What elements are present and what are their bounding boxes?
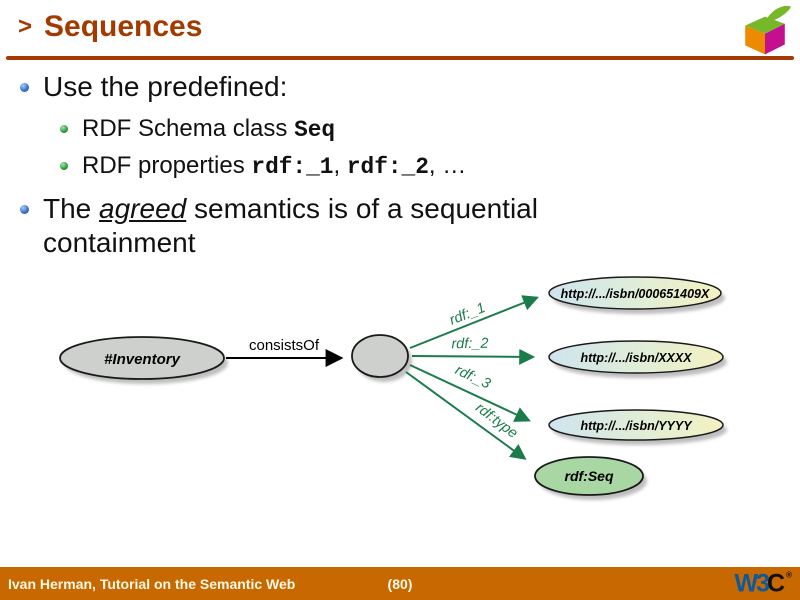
code-rdf-2: rdf:_2	[346, 154, 429, 180]
seq-label: rdf:Seq	[565, 468, 614, 484]
w3c-logo-c: C	[767, 569, 786, 597]
list-item: Use the predefined:	[20, 70, 660, 104]
blank-node	[351, 334, 409, 378]
isbn1-label: http://.../isbn/000651409X	[561, 287, 710, 301]
title-text: Sequences	[44, 10, 203, 43]
bullet-icon	[60, 125, 68, 133]
edge-rdf-3	[409, 364, 531, 422]
page-number: (80)	[387, 575, 413, 592]
w3c-logo: W3C®	[735, 571, 792, 596]
agreed-emphasis: agreed	[99, 193, 187, 224]
bullet-text: RDF Schema class Seq	[82, 115, 336, 143]
registered-mark-icon: ®	[786, 570, 792, 579]
isbn3-label: http://.../isbn/YYYY	[580, 419, 693, 433]
rdf-sequence-diagram: consistsOf rdf:_1 rdf:_2 rdf:_3 rdf:type…	[59, 276, 727, 500]
seq-node	[534, 456, 644, 496]
isbn2-label: http://.../isbn/XXXX	[580, 351, 692, 365]
bullet-text: RDF properties rdf:_1, rdf:_2, …	[82, 152, 467, 180]
footer-author: Ivan Herman, Tutorial on the Semantic We…	[8, 575, 296, 592]
slide-body: Use the predefined: RDF Schema class Seq…	[20, 70, 660, 268]
cube-right-face	[765, 23, 785, 55]
inventory-node	[59, 336, 225, 380]
title-divider	[6, 56, 794, 60]
isbn1-node	[548, 276, 722, 310]
edge-rdf-type	[405, 371, 527, 460]
bullet-text: Use the predefined:	[43, 71, 288, 102]
page-title: > Sequences	[18, 10, 202, 44]
code-rdf-1: rdf:_1	[251, 154, 334, 180]
edge-rdf-2	[411, 348, 536, 365]
edge-rdf-1	[409, 295, 539, 349]
isbn2-node	[548, 340, 724, 374]
w3c-cube-icon	[745, 5, 792, 55]
cube-leaf	[767, 5, 792, 22]
footer-bar: Ivan Herman, Tutorial on the Semantic We…	[0, 567, 800, 600]
isbn3-node	[548, 409, 724, 441]
list-item: RDF Schema class Seq	[60, 112, 660, 147]
title-marker: >	[18, 13, 33, 40]
bullet-icon	[60, 162, 68, 170]
inventory-label: #Inventory	[104, 351, 181, 368]
code-seq: Seq	[294, 117, 336, 143]
list-item: The agreed semantics is of a sequential …	[20, 192, 660, 260]
cube-left-face	[745, 25, 765, 55]
edge-label-rdf-2: rdf:_2	[451, 336, 488, 353]
bullet-icon	[20, 205, 29, 214]
bullet-text: The agreed semantics is of a sequential …	[43, 193, 538, 258]
cube-top-face	[745, 16, 785, 34]
bullet-icon	[20, 83, 29, 92]
list-item: RDF properties rdf:_1, rdf:_2, …	[60, 149, 660, 184]
consists-of-label: consistsOf	[249, 337, 320, 354]
w3c-logo-w3: W3	[734, 569, 770, 597]
